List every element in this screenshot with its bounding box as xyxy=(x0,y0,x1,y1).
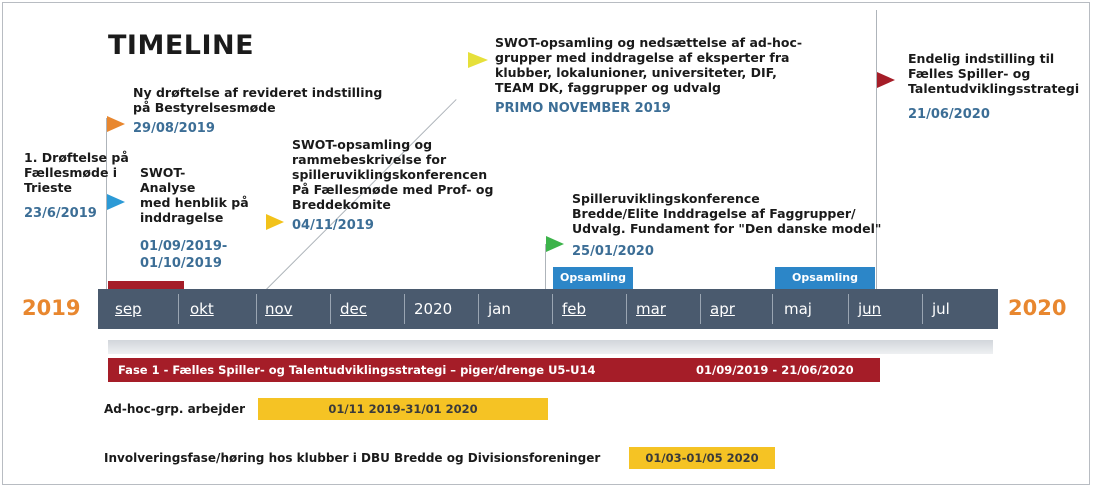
adhoc-period-bar: 01/11 2019-31/01 2020 xyxy=(258,398,548,420)
flag-lightyellow-icon xyxy=(468,52,488,68)
month-mar: mar xyxy=(636,300,666,318)
milestone-4-date: 04/11/2019 xyxy=(292,218,374,233)
month-divider xyxy=(626,294,627,324)
involvering-period-bar: 01/03-01/05 2020 xyxy=(629,447,775,469)
month-divider xyxy=(404,294,405,324)
swot-period-marker xyxy=(108,281,184,289)
month-apr: apr xyxy=(710,300,735,318)
milestone-3-date: 01/09/2019-01/10/2019 xyxy=(140,239,228,271)
month-2020: 2020 xyxy=(414,300,453,318)
month-divider xyxy=(478,294,479,324)
milestone-2-date: 29/08/2019 xyxy=(133,121,215,136)
year-end: 2020 xyxy=(1008,296,1067,320)
month-feb: feb xyxy=(562,300,587,318)
month-dec: dec xyxy=(340,300,367,318)
flag-yellow-icon xyxy=(266,214,284,230)
month-divider xyxy=(848,294,849,324)
milestone-stem xyxy=(876,10,877,290)
month-divider xyxy=(772,294,773,324)
flag-orange-icon xyxy=(107,116,125,132)
year-start: 2019 xyxy=(22,296,81,320)
month-maj: maj xyxy=(784,300,812,318)
month-jul: jul xyxy=(932,300,950,318)
month-divider xyxy=(256,294,257,324)
month-jun: jun xyxy=(858,300,882,318)
phase-bar: Fase 1 - Fælles Spiller- og Talentudvikl… xyxy=(108,358,880,382)
adhoc-label: Ad-hoc-grp. arbejder xyxy=(104,402,246,416)
flag-blue-icon xyxy=(107,194,125,210)
milestone-stem xyxy=(106,118,107,290)
milestone-5-date: PRIMO NOVEMBER 2019 xyxy=(495,101,671,116)
month-nov: nov xyxy=(265,300,293,318)
milestone-stem xyxy=(545,244,546,290)
month-divider xyxy=(178,294,179,324)
flag-green-icon xyxy=(546,236,564,252)
involvering-label: Involveringsfase/høring hos klubber i DB… xyxy=(104,451,601,465)
milestone-5-text: SWOT-opsamling og nedsættelse af ad-hoc-… xyxy=(495,35,803,95)
page-title: TIMELINE xyxy=(108,30,255,61)
month-jan: jan xyxy=(488,300,511,318)
opsamling-badge: Opsamling xyxy=(553,267,633,289)
milestone-1-date: 23/6/2019 xyxy=(24,206,97,221)
milestone-6-date: 25/01/2020 xyxy=(572,244,654,259)
month-sep: sep xyxy=(115,300,142,318)
month-okt: okt xyxy=(190,300,214,318)
month-bar-shadow xyxy=(108,340,993,354)
month-divider xyxy=(700,294,701,324)
month-divider xyxy=(552,294,553,324)
milestone-7-date: 21/06/2020 xyxy=(908,107,990,122)
flag-red-icon xyxy=(877,72,895,88)
opsamling-badge: Opsamling xyxy=(775,267,875,289)
phase-dates: 01/09/2019 - 21/06/2020 xyxy=(696,363,854,377)
phase-label: Fase 1 - Fælles Spiller- og Talentudvikl… xyxy=(118,363,596,377)
month-divider xyxy=(922,294,923,324)
month-divider xyxy=(330,294,331,324)
